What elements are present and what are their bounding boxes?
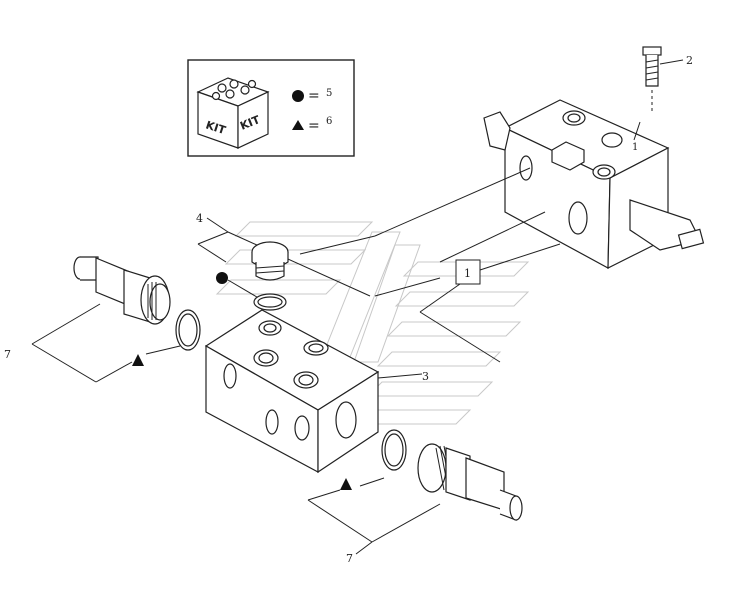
seal-triangle-icon-left	[132, 354, 144, 366]
callout-1-box: 1	[455, 259, 481, 285]
legend-ref-triangle: 6	[326, 116, 332, 127]
callout-7-left: 7	[4, 348, 11, 361]
lower-valve-block: 3	[204, 309, 429, 474]
plug-part: 4	[196, 212, 371, 311]
kit-legend-box: KIT KIT = 5 = 6	[187, 59, 355, 157]
legend-equals-circle: =	[308, 88, 320, 104]
callout-1: 1	[464, 267, 471, 280]
left-cartridge-part: 7	[4, 256, 201, 383]
callout-7-bottom: 7	[346, 552, 353, 565]
triangle-symbol-icon	[292, 120, 304, 130]
callout-4: 4	[196, 212, 203, 225]
callout-2: 2	[686, 54, 693, 67]
right-cartridge-part: 7	[307, 429, 523, 565]
bolt-part: 2	[642, 46, 693, 112]
leader-lines	[299, 167, 561, 363]
upper-valve-block: 1	[483, 99, 705, 269]
kit-box-icon: KIT KIT	[196, 77, 270, 149]
legend-equals-triangle: =	[308, 118, 320, 134]
legend-ref-circle: 5	[326, 88, 332, 99]
seal-triangle-icon-bottom	[340, 478, 352, 490]
circle-symbol-icon	[292, 90, 304, 102]
callout-1-block: 1	[632, 142, 638, 153]
seal-circle-icon	[216, 272, 228, 284]
callout-3: 3	[422, 370, 429, 383]
kit-text-front: KIT	[204, 118, 228, 137]
